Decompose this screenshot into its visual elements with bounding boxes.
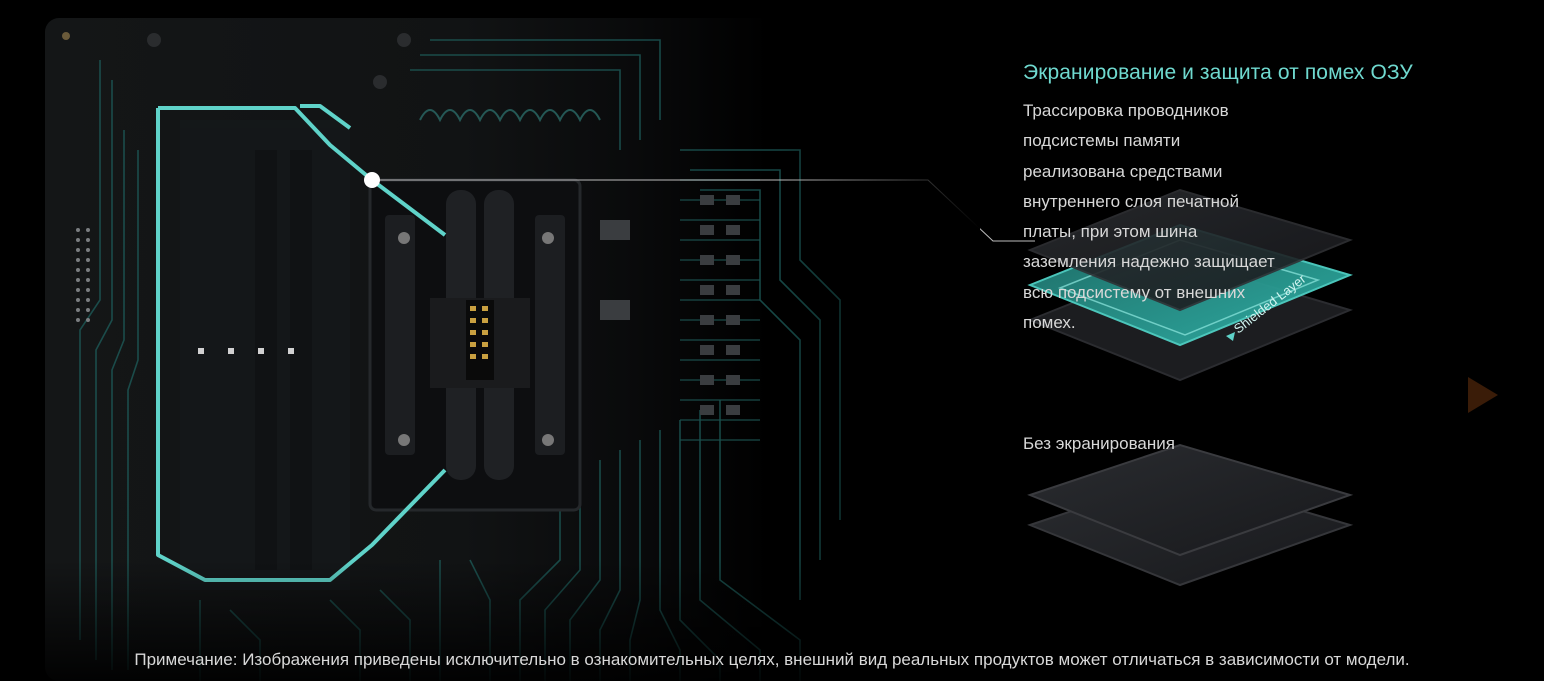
feature-description: Трассировка проводников подсистемы памят… <box>1023 96 1343 338</box>
description-line: подсистемы памяти <box>1023 131 1181 151</box>
shielded-layer-stack: Shielded Layer <box>1027 188 1354 382</box>
feature-title: Экранирование и защита от помех ОЗУ <box>1023 61 1413 84</box>
unshielded-layer-stack <box>1027 443 1354 587</box>
description-line: Трассировка проводников <box>1023 101 1229 120</box>
vrm-traces <box>419 109 601 123</box>
description-line: помех. <box>1023 313 1076 333</box>
board-components <box>600 195 740 415</box>
description-line: всю подсистему от внешних <box>1023 282 1246 302</box>
memory-trace-ladder <box>680 179 760 441</box>
description-line: заземления надежно защищает <box>1023 252 1275 272</box>
cpu-socket <box>368 178 582 512</box>
header-pins <box>62 32 411 322</box>
description-line: платы, при этом шина <box>1023 222 1198 242</box>
description-line: реализована средствами <box>1023 161 1223 181</box>
play-arrow-icon <box>1468 377 1498 413</box>
unshielded-label: Без экранирования <box>1023 434 1175 453</box>
next-slide-button[interactable] <box>1462 373 1502 417</box>
dimm-area <box>180 120 350 590</box>
footnote: Примечание: Изображения приведены исключ… <box>134 650 1410 669</box>
description-line: внутреннего слоя печатной <box>1023 191 1240 211</box>
